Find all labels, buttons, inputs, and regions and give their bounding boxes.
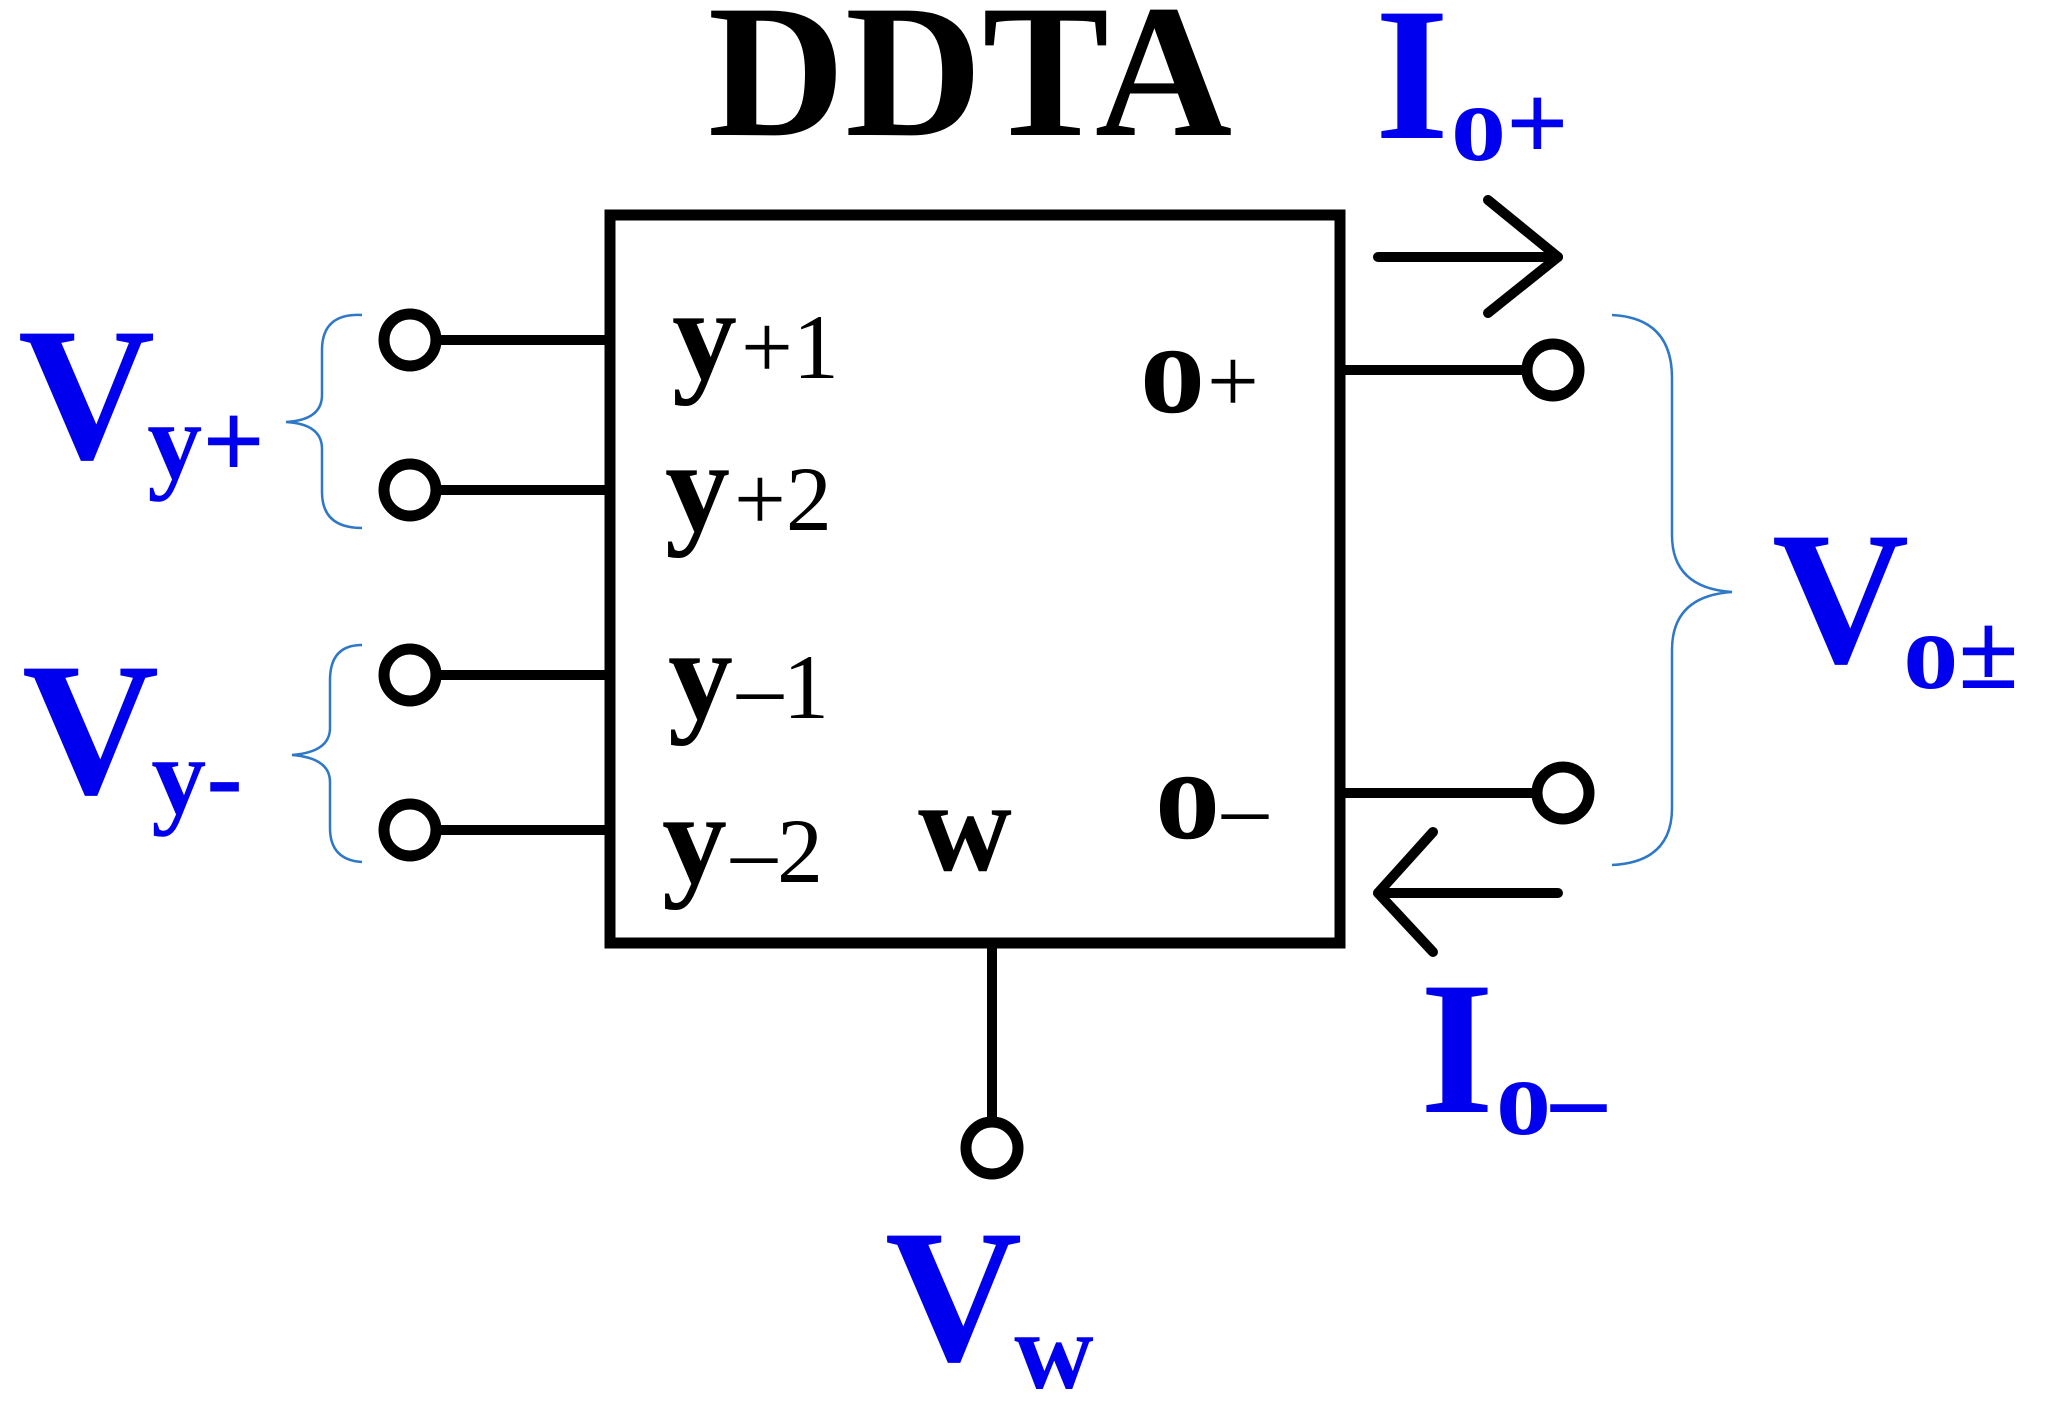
- terminal-w[interactable]: [960, 1116, 1024, 1180]
- signal-label-vy-minus: Vy-: [22, 625, 243, 837]
- pin-label-y-plus-2: y+2: [665, 415, 832, 559]
- pin-label-o-minus: o–: [1155, 723, 1269, 867]
- signal-label-io-plus: Io+: [1375, 0, 1569, 184]
- diagram-title: DDTA: [708, 0, 1232, 177]
- terminal-y-plus-1[interactable]: [378, 308, 442, 372]
- pin-label-y-minus-1: y–1: [668, 603, 829, 747]
- pin-label-o-plus: o+: [1140, 297, 1259, 441]
- arrow-io-plus: [1373, 195, 1563, 318]
- brace-vy-plus: [285, 313, 363, 530]
- signal-label-vw: Vw: [885, 1192, 1094, 1405]
- signal-label-vo: Vo±: [1772, 494, 2019, 712]
- pin-label-w: w: [918, 755, 1012, 899]
- signal-label-io-minus: Io–: [1420, 944, 1607, 1158]
- terminal-o-minus[interactable]: [1531, 761, 1595, 825]
- brace-vy-minus: [291, 643, 363, 864]
- terminal-y-minus-1[interactable]: [378, 643, 442, 707]
- terminal-o-plus[interactable]: [1521, 338, 1585, 402]
- brace-vo: [1611, 313, 1733, 867]
- signal-label-vy-plus: Vy+: [18, 290, 265, 502]
- ddta-block: [604, 209, 1346, 949]
- pin-label-y-plus-1: y+1: [672, 263, 839, 407]
- terminal-y-plus-2[interactable]: [378, 458, 442, 522]
- pin-label-y-minus-2: y–2: [662, 767, 823, 911]
- terminal-y-minus-2[interactable]: [378, 798, 442, 862]
- arrow-io-minus: [1373, 827, 1563, 957]
